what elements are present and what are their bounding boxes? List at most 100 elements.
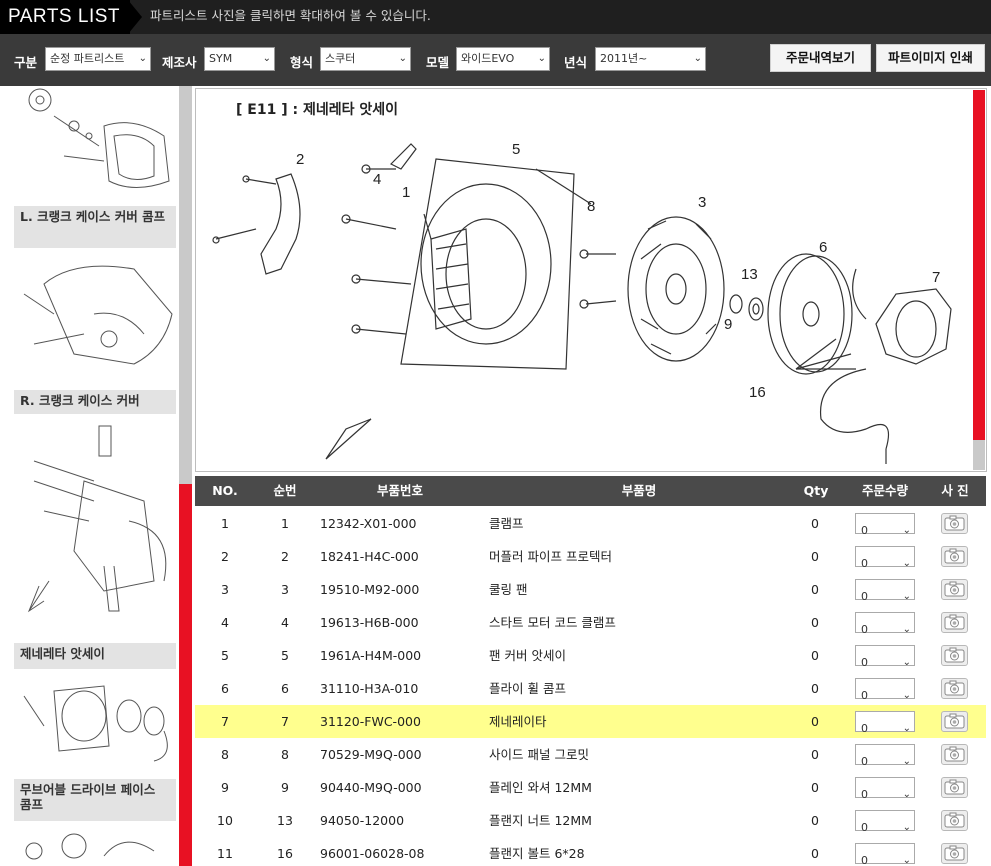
callout-2: 2 (296, 151, 304, 168)
row-seq: 8 (281, 747, 289, 762)
order-qty-select[interactable]: 0⌄ (855, 612, 915, 636)
row-seq: 4 (281, 615, 289, 630)
style-select-value: 스쿠터 (325, 52, 356, 65)
order-qty-select[interactable]: 0⌄ (855, 843, 915, 866)
camera-icon[interactable] (941, 645, 968, 666)
order-qty-value: 0 (861, 656, 868, 669)
sidebar-item-generator-assy[interactable]: 제네레타 앗세이 (14, 643, 176, 669)
exploded-diagram-image[interactable]: 2 5 1 4 8 3 13 9 6 7 16 (196, 129, 972, 469)
callout-5: 5 (512, 141, 520, 158)
row-part-name: 플레인 와셔 12MM (489, 780, 592, 795)
order-qty-select[interactable]: 0⌄ (855, 678, 915, 702)
order-qty-value: 0 (861, 755, 868, 768)
maker-select[interactable]: SYM ⌄ (204, 47, 275, 71)
callout-6: 6 (819, 239, 827, 256)
diagram-scrollbar-thumb[interactable] (973, 90, 985, 440)
row-seq: 3 (281, 582, 289, 597)
row-seq: 5 (281, 648, 289, 663)
thumbnail-movable-drive-face[interactable] (14, 826, 176, 866)
row-seq: 2 (281, 549, 289, 564)
row-part-name: 제네레이타 (489, 714, 547, 729)
sidebar-item-movable-drive-face[interactable]: 무브어블 드라이브 페이스 콤프 (14, 779, 176, 821)
sidebar-scrollbar-thumb[interactable] (179, 484, 192, 866)
sidebar-scrollbar[interactable] (179, 86, 192, 866)
row-part-name: 팬 커버 앗세이 (489, 648, 566, 663)
col-header-seq: 순번 (273, 483, 297, 498)
sidebar-item-r-crankcase-cover[interactable]: R. 크랭크 케이스 커버 (14, 390, 176, 414)
year-select[interactable]: 2011년~ ⌄ (595, 47, 706, 71)
filter-label-maker: 제조사 (162, 55, 197, 70)
chevron-down-icon: ⌄ (398, 53, 407, 64)
col-header-no: NO. (212, 483, 238, 498)
order-qty-select[interactable]: 0⌄ (855, 579, 915, 603)
print-part-image-button[interactable]: 파트이미지 인쇄 (876, 44, 985, 72)
order-qty-select[interactable]: 0⌄ (855, 777, 915, 801)
row-part-no: 12342-X01-000 (320, 516, 417, 531)
callout-3: 3 (698, 194, 706, 211)
row-part-no: 90440-M9Q-000 (320, 780, 422, 795)
thumbnail-l-crankcase-cover[interactable] (14, 254, 176, 379)
part-thumbnail-image (23, 265, 173, 365)
camera-icon[interactable] (941, 843, 968, 864)
type-select[interactable]: 순정 파트리스트 ⌄ (45, 47, 151, 71)
camera-icon[interactable] (941, 612, 968, 633)
order-qty-select[interactable]: 0⌄ (855, 711, 915, 735)
row-part-no: 1961A-H4M-000 (320, 648, 422, 663)
row-seq: 1 (281, 516, 289, 531)
thumbnail-crankcase[interactable] (14, 86, 176, 196)
title-arrow (128, 0, 142, 34)
camera-icon[interactable] (941, 546, 968, 567)
camera-icon[interactable] (941, 711, 968, 732)
part-thumbnail-image (25, 833, 155, 860)
model-select[interactable]: 와이드EVO ⌄ (456, 47, 550, 71)
row-part-no: 19613-H6B-000 (320, 615, 419, 630)
row-part-no: 19510-M92-000 (320, 582, 420, 597)
order-qty-select[interactable]: 0⌄ (855, 513, 915, 537)
row-qty: 0 (811, 615, 819, 630)
order-qty-value: 0 (861, 689, 868, 702)
row-part-name: 플랜지 너트 12MM (489, 813, 592, 828)
col-header-order-qty: 주문수량 (861, 483, 908, 498)
filter-bar: 구분 순정 파트리스트 ⌄ 제조사 SYM ⌄ 형식 스쿠터 ⌄ 모델 와이드E… (0, 34, 991, 86)
chevron-down-icon: ⌄ (902, 690, 911, 701)
chevron-down-icon: ⌄ (262, 53, 271, 64)
camera-icon[interactable] (941, 777, 968, 798)
row-no: 11 (217, 846, 233, 861)
camera-icon[interactable] (941, 513, 968, 534)
table-header: NO. 순번 부품번호 부품명 Qty 주문수량 사 진 (195, 476, 986, 506)
sidebar-item-l-crankcase-cover[interactable]: L. 크랭크 케이스 커버 콤프 (14, 206, 176, 248)
order-qty-select[interactable]: 0⌄ (855, 810, 915, 834)
camera-icon[interactable] (941, 744, 968, 765)
row-part-name: 사이드 패널 그로밋 (489, 747, 589, 762)
callout-7: 7 (932, 269, 940, 286)
order-qty-select[interactable]: 0⌄ (855, 645, 915, 669)
order-qty-select[interactable]: 0⌄ (855, 546, 915, 570)
thumbnail-r-crankcase-cover[interactable] (14, 421, 176, 633)
chevron-down-icon: ⌄ (902, 525, 911, 536)
thumbnail-generator-assy[interactable] (14, 676, 176, 768)
callout-8: 8 (587, 198, 595, 215)
camera-icon[interactable] (941, 579, 968, 600)
row-qty: 0 (811, 516, 819, 531)
style-select[interactable]: 스쿠터 ⌄ (320, 47, 411, 71)
filter-label-type: 구분 (14, 55, 38, 70)
diagram-scrollbar[interactable] (973, 90, 985, 470)
camera-icon[interactable] (941, 810, 968, 831)
camera-icon[interactable] (941, 678, 968, 699)
row-part-name: 클램프 (489, 516, 524, 531)
chevron-down-icon: ⌄ (902, 822, 911, 833)
col-header-qty: Qty (803, 483, 829, 498)
order-qty-select[interactable]: 0⌄ (855, 744, 915, 768)
order-history-button[interactable]: 주문내역보기 (770, 44, 871, 72)
